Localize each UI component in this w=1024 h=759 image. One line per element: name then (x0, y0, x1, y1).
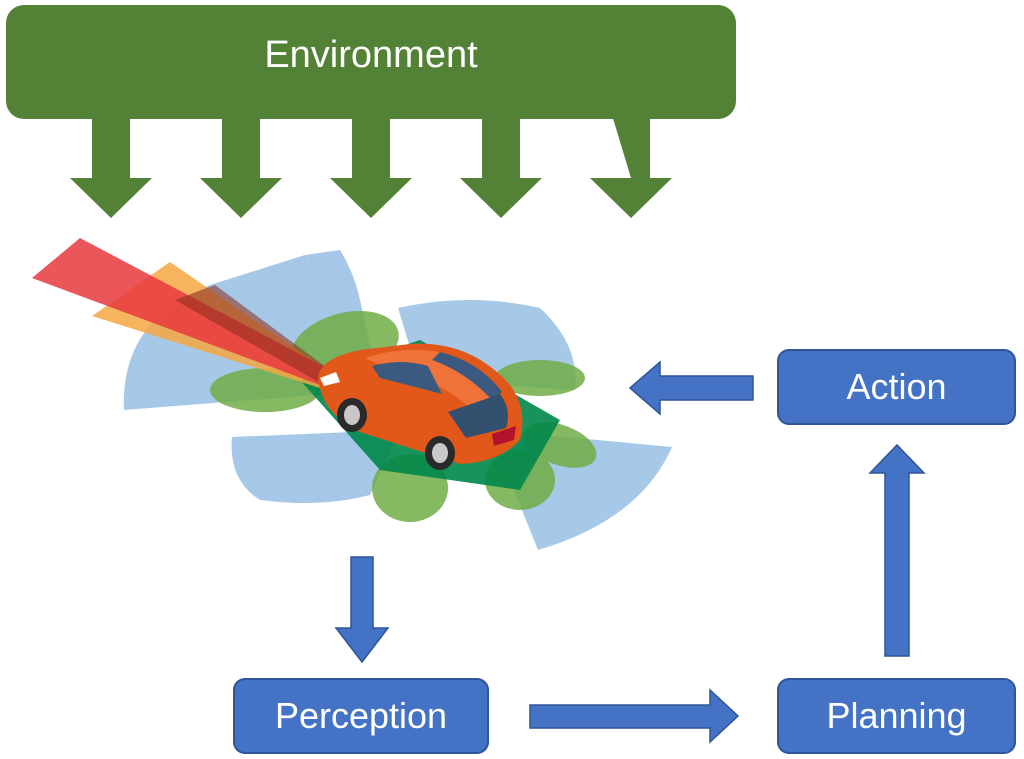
planning-node: Planning (777, 678, 1016, 754)
car-headlight (320, 372, 340, 386)
car-wheel-front (337, 398, 367, 432)
sensor-coverage (32, 238, 672, 550)
arrow-planning-to-action (868, 443, 926, 657)
environment-label: Environment (264, 33, 478, 76)
car-side-window (372, 362, 442, 394)
env-arrow-1 (70, 115, 152, 218)
perception-node: Perception (233, 678, 489, 754)
arrow-car-to-perception (334, 556, 390, 664)
arrow-action-to-car (628, 360, 754, 416)
planning-label: Planning (826, 695, 967, 736)
car-rear-window (448, 394, 508, 438)
action-node: Action (777, 349, 1016, 425)
car-windshield (432, 352, 502, 400)
perception-label: Perception (274, 695, 448, 736)
env-arrow-5 (590, 115, 672, 218)
car-taillight (492, 426, 516, 446)
car-illustration (318, 343, 523, 470)
car-wheel-rear (425, 436, 455, 470)
sensor-lobe-3 (495, 360, 585, 396)
environment-arrows (70, 115, 672, 218)
lidar-beam-red (32, 238, 330, 385)
radar-sector-left-rear (231, 430, 400, 504)
arrow-perception-to-planning (529, 688, 740, 744)
environment-box: Environment (6, 5, 736, 119)
lidar-beam-dark (175, 285, 330, 384)
env-arrow-2 (200, 115, 282, 218)
env-arrow-4 (460, 115, 542, 218)
env-arrow-3 (330, 115, 412, 218)
action-label: Action (846, 366, 947, 407)
